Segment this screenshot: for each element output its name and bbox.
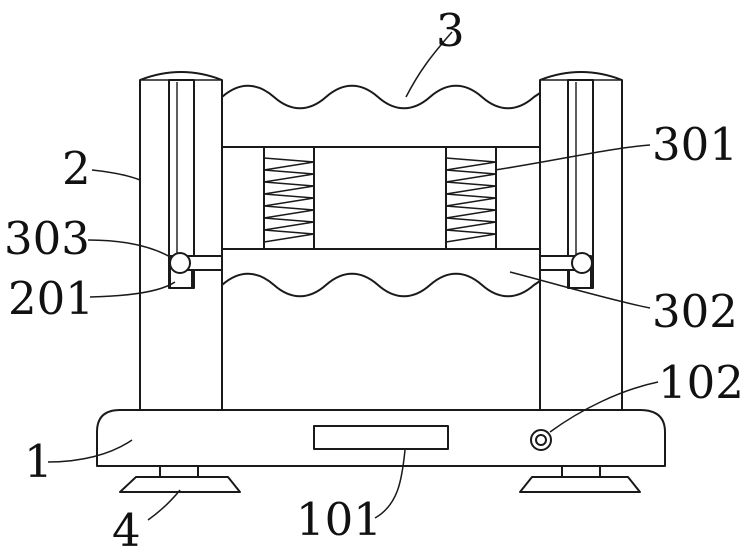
- right-column: [540, 72, 622, 410]
- lower-plate: [222, 249, 540, 296]
- label-4: 4: [112, 504, 141, 554]
- base-button: [531, 430, 551, 450]
- label-2: 2: [62, 142, 91, 195]
- label-1: 1: [24, 435, 53, 488]
- left-foot: [120, 465, 240, 492]
- right-foot: [520, 465, 640, 492]
- right-spring: [446, 147, 496, 249]
- label-3: 3: [436, 4, 465, 57]
- left-slider: [170, 253, 222, 273]
- left-spring: [264, 147, 314, 249]
- left-column: [140, 72, 222, 410]
- upper-plate: [222, 86, 540, 147]
- label-303: 303: [4, 212, 90, 265]
- label-302: 302: [652, 285, 738, 338]
- base-slot: [314, 426, 448, 449]
- label-301: 301: [652, 118, 738, 171]
- leader-4: [148, 490, 180, 520]
- label-101: 101: [296, 493, 382, 546]
- label-102: 102: [658, 356, 744, 409]
- label-201: 201: [8, 272, 94, 325]
- right-slider: [540, 253, 592, 273]
- leader-2: [92, 170, 140, 180]
